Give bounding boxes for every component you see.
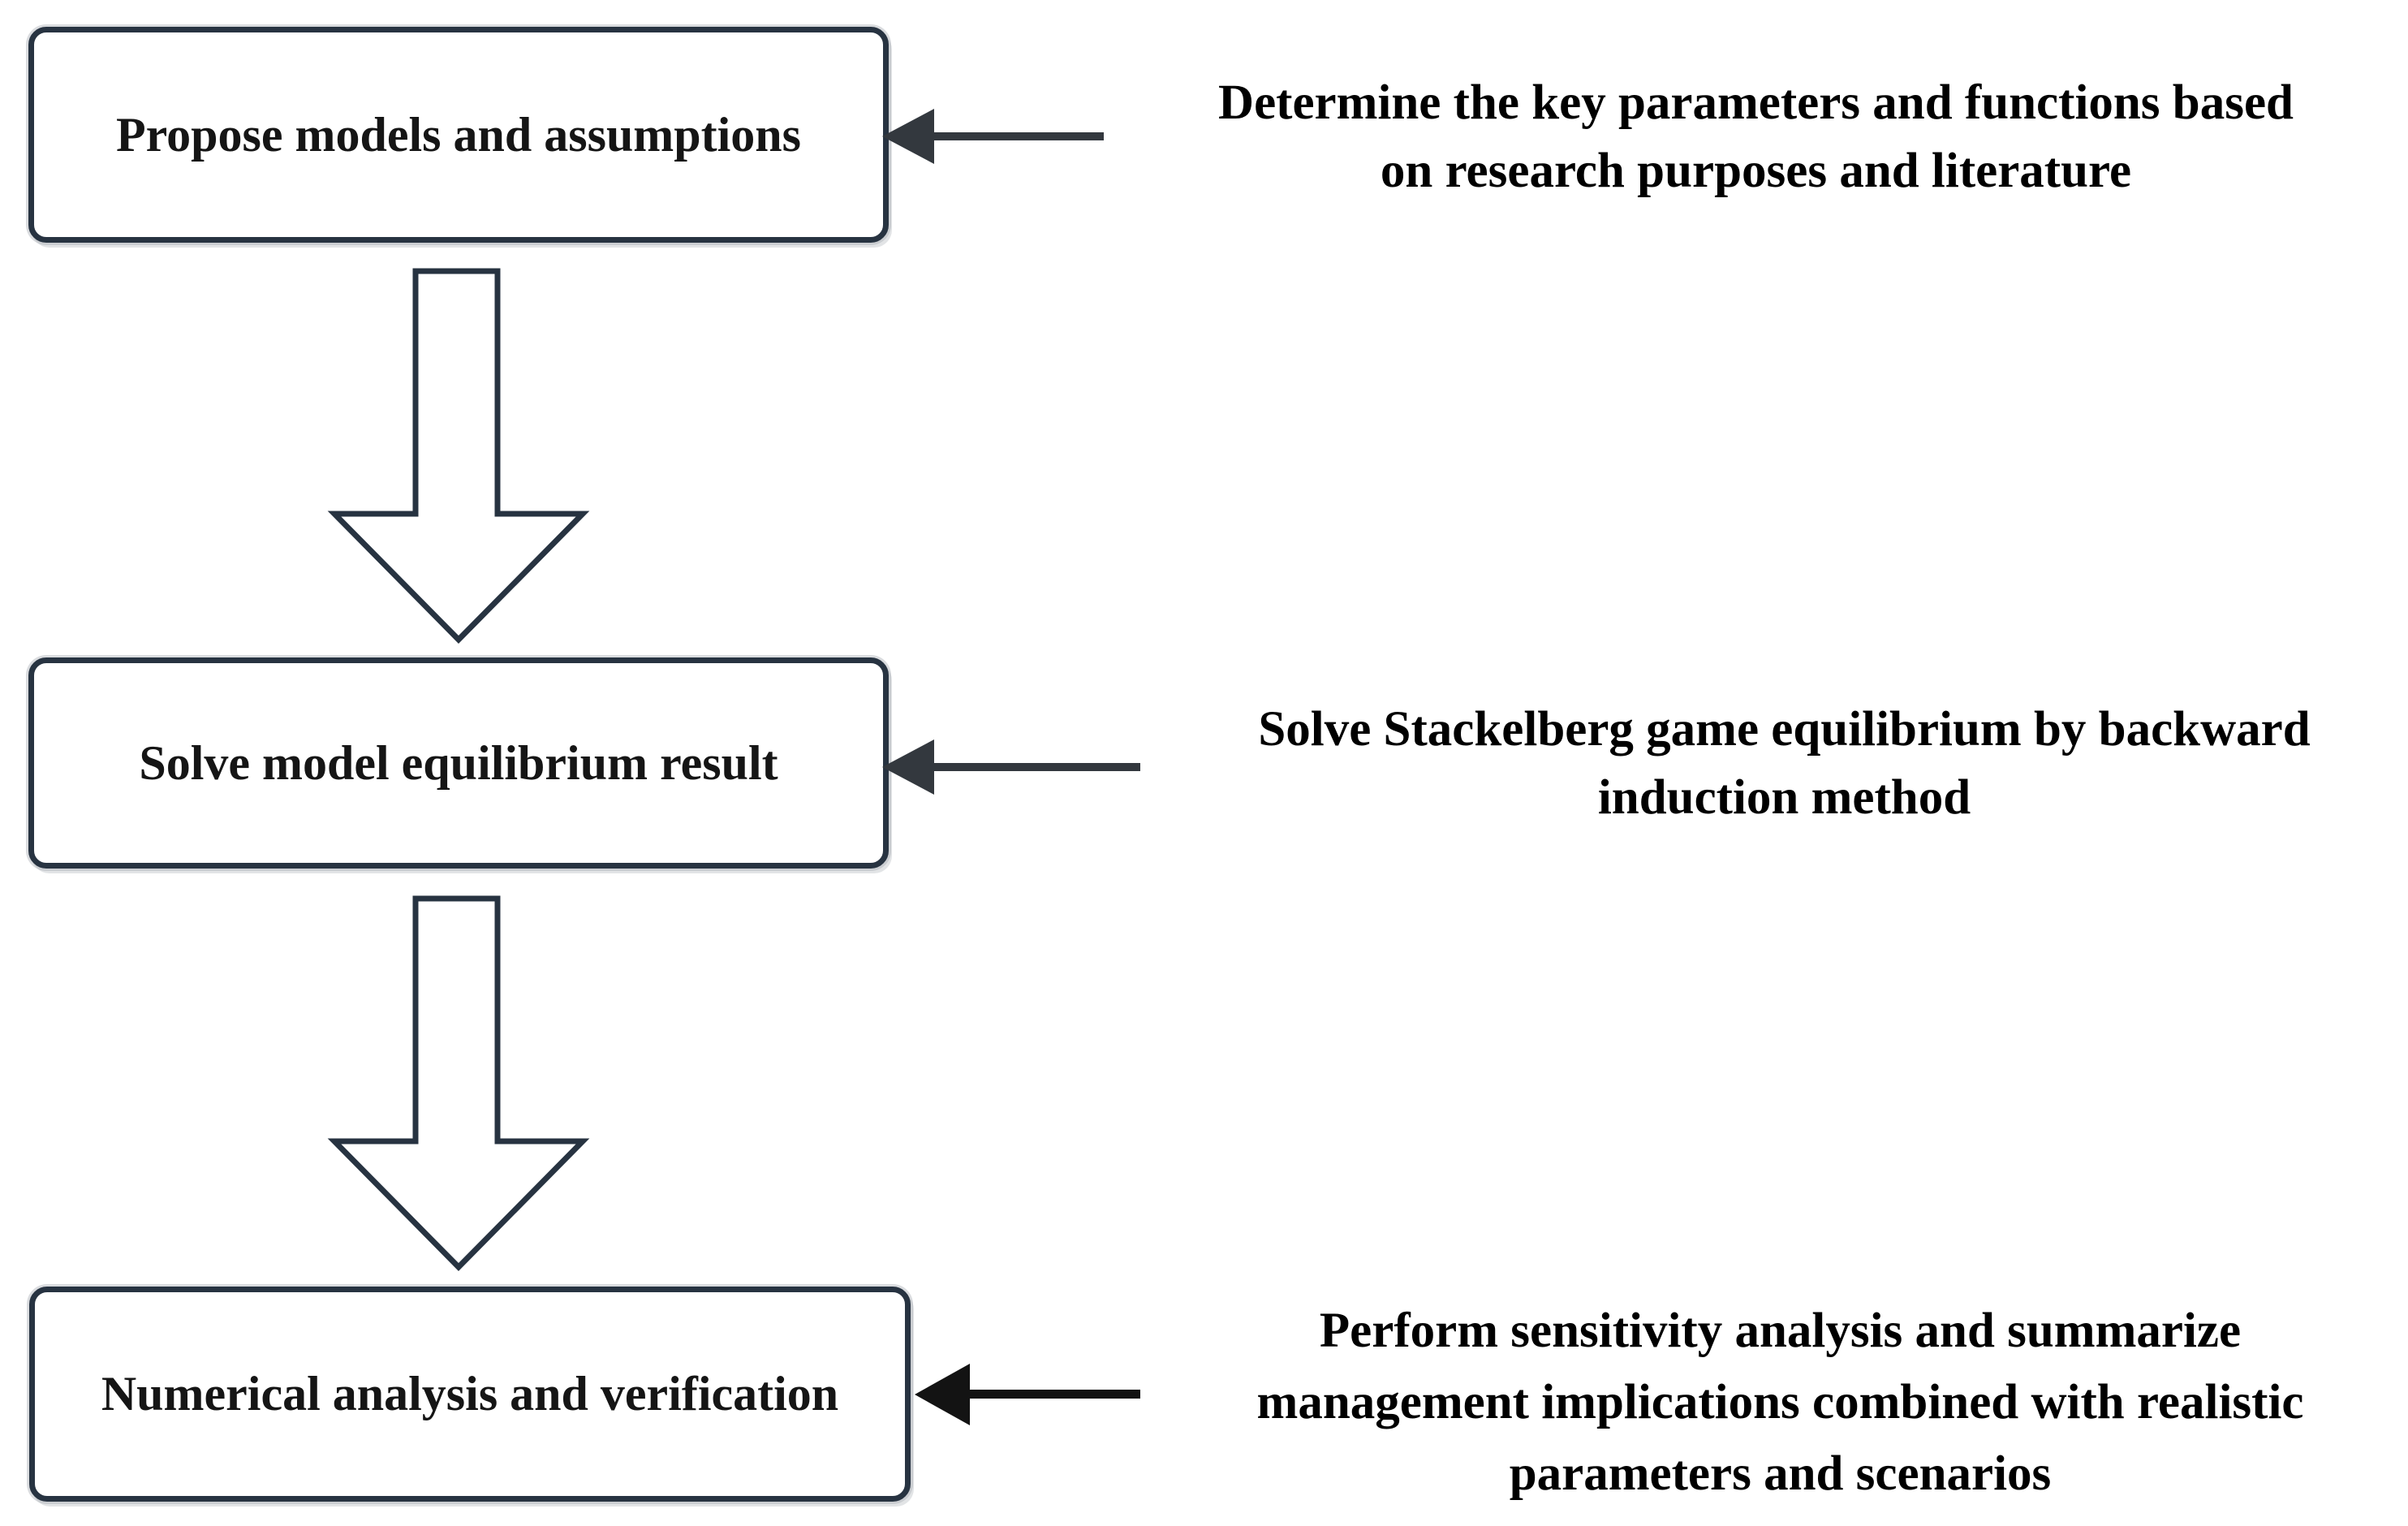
- down-block-arrow-icon-1: [327, 268, 590, 644]
- annotation-sensitivity-analysis-line-2: management implications combined with re…: [1256, 1375, 2304, 1429]
- down-block-arrow-icon-2: [327, 895, 590, 1271]
- step-box-numerical-analysis-label: Numerical analysis and verification: [101, 1367, 839, 1420]
- step-box-solve-equilibrium: Solve model equilibrium result: [28, 657, 889, 869]
- annotation-determine-parameters-line-1: Determine the key parameters and functio…: [1218, 75, 2294, 130]
- step-box-propose-models-label: Propose models and assumptions: [115, 107, 802, 162]
- annotation-sensitivity-analysis-line-3: parameters and scenarios: [1509, 1446, 2052, 1501]
- annotation-determine-parameters-line-2: on research purposes and literature: [1380, 144, 2132, 198]
- annotation-determine-parameters: Determine the key parameters and functio…: [1104, 69, 2408, 205]
- annotation-solve-stackelberg: Solve Stackelberg game equilibrium by ba…: [1161, 696, 2408, 832]
- annotation-solve-stackelberg-line-2: induction method: [1597, 770, 1971, 825]
- step-box-solve-equilibrium-label: Solve model equilibrium result: [139, 735, 778, 790]
- step-box-propose-models: Propose models and assumptions: [28, 27, 889, 243]
- step-box-numerical-analysis: Numerical analysis and verification: [29, 1287, 911, 1502]
- annotation-sensitivity-analysis: Perform sensitivity analysis and summari…: [1152, 1295, 2408, 1510]
- left-arrow-icon-2: [882, 739, 1140, 795]
- annotation-solve-stackelberg-line-1: Solve Stackelberg game equilibrium by ba…: [1258, 702, 2311, 757]
- left-arrow-icon-3: [915, 1364, 1140, 1425]
- left-arrow-icon-1: [882, 109, 1104, 164]
- annotation-sensitivity-analysis-line-1: Perform sensitivity analysis and summari…: [1319, 1304, 2242, 1358]
